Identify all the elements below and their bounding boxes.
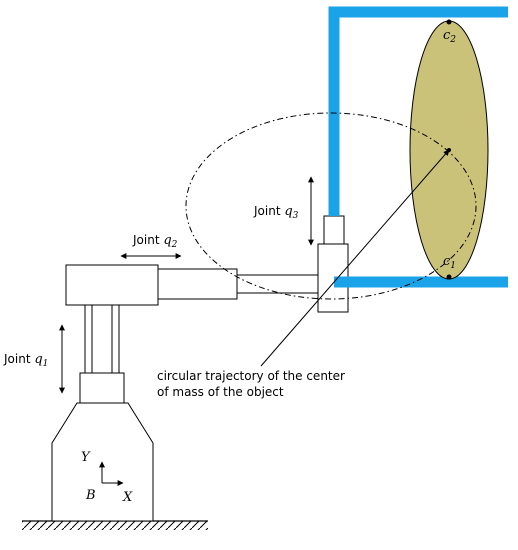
joint-q2-housing	[65, 264, 159, 306]
trajectory-pointer-line	[260, 149, 450, 367]
base-frame-axes	[99, 461, 124, 486]
joint-q2-slider-outer	[157, 268, 238, 300]
contact-label-c1: c1	[443, 254, 456, 271]
axis-x-label: X	[122, 490, 133, 505]
contact-label-c2: c2	[443, 28, 456, 45]
joint-q2-label: Joint q2	[132, 233, 178, 250]
joint-q1-label: Joint q1	[3, 352, 48, 369]
circular-trajectory	[185, 112, 477, 300]
joint-q2-slider-inner	[236, 274, 319, 294]
joint-q3-label: Joint q3	[253, 204, 299, 221]
gripper	[328, 6, 508, 288]
ground	[22, 520, 208, 530]
contact-point-c1	[446, 274, 452, 280]
joint-q1-housing	[79, 372, 125, 404]
frame-origin-label: B	[85, 488, 96, 503]
joint-q3-slider	[323, 215, 345, 245]
axis-y-label: Y	[81, 450, 91, 465]
joint-q1-inner-slider	[91, 304, 113, 374]
contact-point-c2	[446, 19, 452, 25]
trajectory-annotation-line1: circular trajectory of the center	[157, 369, 345, 383]
trajectory-annotation-line2: of mass of the object	[157, 385, 284, 399]
